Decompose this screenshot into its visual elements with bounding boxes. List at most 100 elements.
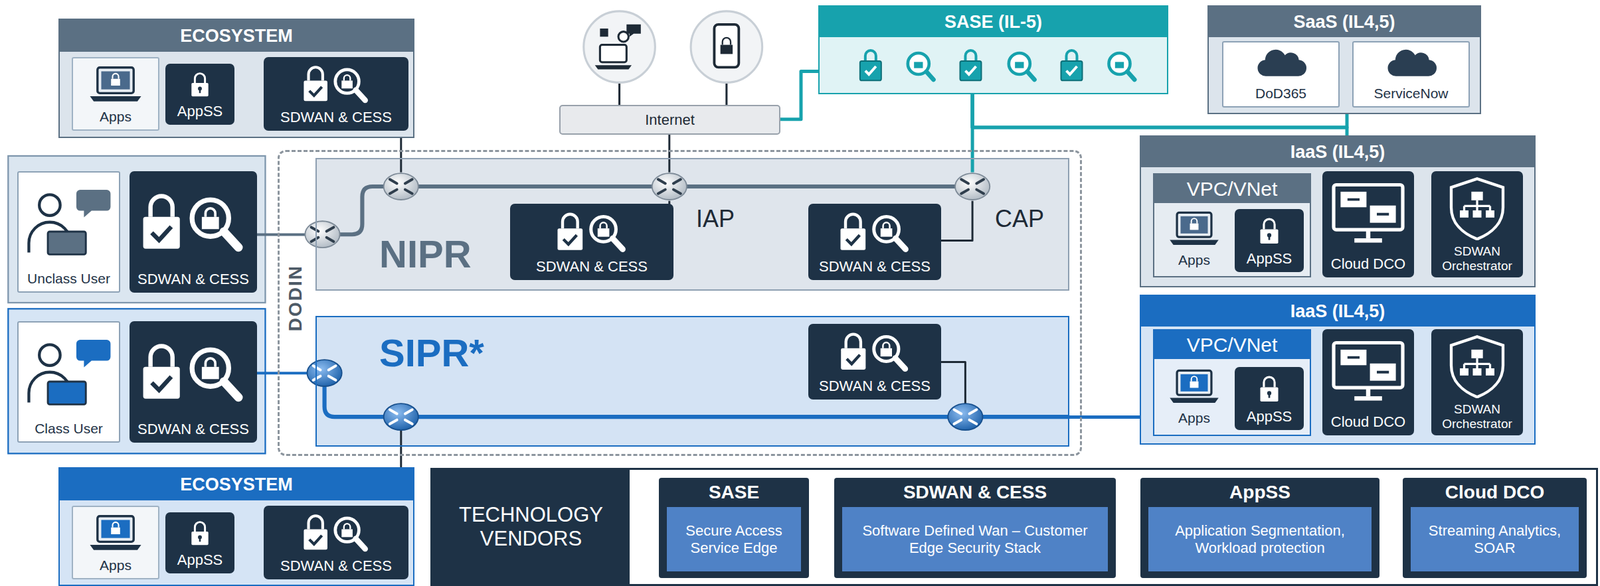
box-label: DODIN (284, 225, 307, 372)
network-link (780, 71, 819, 120)
box-label: Unclass User (27, 270, 111, 287)
lockmag-icon (132, 176, 255, 268)
box-label: TECHNOLOGY VENDORS (432, 470, 630, 585)
laptop-icon (1160, 208, 1228, 249)
box-label: AppSS (177, 552, 224, 570)
panel-heading: ECOSYSTEM (59, 19, 414, 52)
box-label: SDWAN & CESS (280, 109, 392, 127)
cloud-icon (1226, 47, 1336, 82)
box-label: Apps (99, 108, 132, 125)
box-label: Cloud DCO (1331, 256, 1406, 273)
component-box: Cloud DCO (1322, 329, 1415, 436)
lockmag-icon (512, 208, 671, 256)
component-box: SDWAN & CESS (129, 321, 258, 444)
router (306, 359, 342, 387)
component-box: AppSS (165, 512, 235, 574)
panel-heading: SASE (IL-5) (819, 6, 1167, 38)
router (955, 173, 990, 200)
laptop-icon (75, 512, 156, 554)
panel-heading: ECOSYSTEM (59, 468, 414, 501)
box-label: Class User (34, 421, 103, 438)
description-text: Software Defined Wan – Customer Edge Sec… (842, 507, 1108, 572)
nipr-band-fill (315, 158, 1070, 291)
box-label: SDWAN Orchestrator (1433, 244, 1521, 273)
sipr-band-fill (315, 316, 1070, 447)
router (383, 173, 419, 200)
box-label: ServiceNow (1373, 85, 1448, 102)
network-region: DODINNIPRSDWAN & CESSSDWAN & CESSSIPR*SD… (277, 150, 1082, 457)
box-label: SDWAN & CESS (818, 378, 931, 396)
component-box: SDWAN & CESS (263, 57, 409, 131)
orch-icon (1433, 176, 1521, 241)
network-link (941, 201, 973, 242)
description-text: Secure Access Service Edge (666, 507, 801, 572)
lockmag-icon (810, 328, 939, 375)
panel-heading: AppSS (1148, 482, 1372, 504)
box-label: Internet (644, 111, 695, 129)
box-label: AppSS (1246, 251, 1293, 268)
group-panel: ECOSYSTEM Apps AppSS SDWAN & CESS (58, 467, 415, 586)
component-box: AppSS (165, 63, 235, 125)
box-label: Apps (1178, 410, 1211, 427)
icon-box: DoD365 (1222, 41, 1340, 108)
description-text: Application Segmentation, Workload prote… (1148, 507, 1372, 572)
box-label: AppSS (177, 103, 224, 121)
component-box: AppSS (1234, 209, 1304, 273)
network-band: SIPR* SDWAN & CESS (315, 316, 1070, 447)
group-panel: IaaS (IL4,5)VPC/VNetAppsAppSSCloud DCOSD… (1139, 294, 1536, 445)
box-label: SDWAN & CESS (535, 259, 648, 276)
box-label: SDWAN Orchestrator (1433, 402, 1521, 432)
vendor-card: SDWAN & CESS Software Defined Wan – Custo… (834, 478, 1116, 579)
component-box: SDWAN & CESS (263, 506, 409, 580)
vendor-card: SASE Secure Access Service Edge (658, 478, 809, 579)
icon-box: Apps (71, 57, 160, 131)
box-label: Apps (1178, 252, 1211, 269)
panel-heading: IaaS (IL4,5) (1141, 296, 1535, 327)
lock-icon (168, 68, 232, 100)
component-box: SDWAN & CESS (808, 324, 942, 400)
icon-box: Class User (17, 321, 121, 444)
group-panel: IaaS (IL4,5)VPC/VNetAppsAppSSCloud DCOSD… (1139, 135, 1536, 288)
description-text: Streaming Analytics, SOAR (1410, 507, 1579, 572)
vendor-panel: TECHNOLOGY VENDORS SASE Secure Access Serv… (430, 468, 1599, 586)
user-icon (21, 327, 117, 418)
lock-icon (1237, 371, 1302, 406)
router (383, 403, 419, 431)
box-label: SDWAN & CESS (280, 558, 392, 576)
dco-icon (1325, 176, 1412, 253)
component-box: Cloud DCO (1322, 171, 1415, 278)
icon-box: Apps (1158, 361, 1231, 432)
component-box: SDWAN Orchestrator (1431, 329, 1523, 436)
group-panel: SASE (IL-5) (818, 5, 1169, 95)
panel-heading: Cloud DCO (1410, 482, 1579, 504)
internet-user-icon (583, 11, 763, 105)
network-link (1069, 415, 1140, 420)
group-panel: ECOSYSTEM Apps AppSS SDWAN & CESS (58, 18, 415, 139)
router (652, 173, 687, 200)
lockmag-icon (132, 326, 255, 418)
network-link (257, 371, 307, 375)
component-box: SDWAN Orchestrator (1431, 171, 1523, 278)
box-label: SDWAN & CESS (137, 271, 250, 289)
laptop-icon (75, 63, 156, 105)
orch-icon (1433, 334, 1521, 399)
class-group (7, 308, 266, 454)
box-label: SIPR* (379, 332, 485, 375)
box-label: SDWAN & CESS (818, 259, 931, 276)
network-link (399, 430, 402, 468)
group-panel: VPC/VNetAppsAppSS (1153, 329, 1312, 437)
icon-box: Unclass User (17, 171, 121, 293)
lock-icon (168, 517, 232, 549)
laptop-icon (1160, 366, 1228, 407)
box-label: Apps (99, 557, 132, 574)
lockmag-icon (266, 61, 406, 106)
panel-heading: VPC/VNet (1154, 330, 1310, 360)
panel-heading: IaaS (IL4,5) (1141, 136, 1535, 168)
vendor-card: AppSS Application Segmentation, Workload … (1140, 478, 1380, 579)
lockmag-icon (266, 510, 406, 555)
box-label: SDWAN & CESS (137, 421, 250, 439)
panel-heading: SASE (666, 482, 801, 504)
lockmag-icon (810, 208, 939, 256)
panel-heading: SDWAN & CESS (842, 482, 1108, 504)
